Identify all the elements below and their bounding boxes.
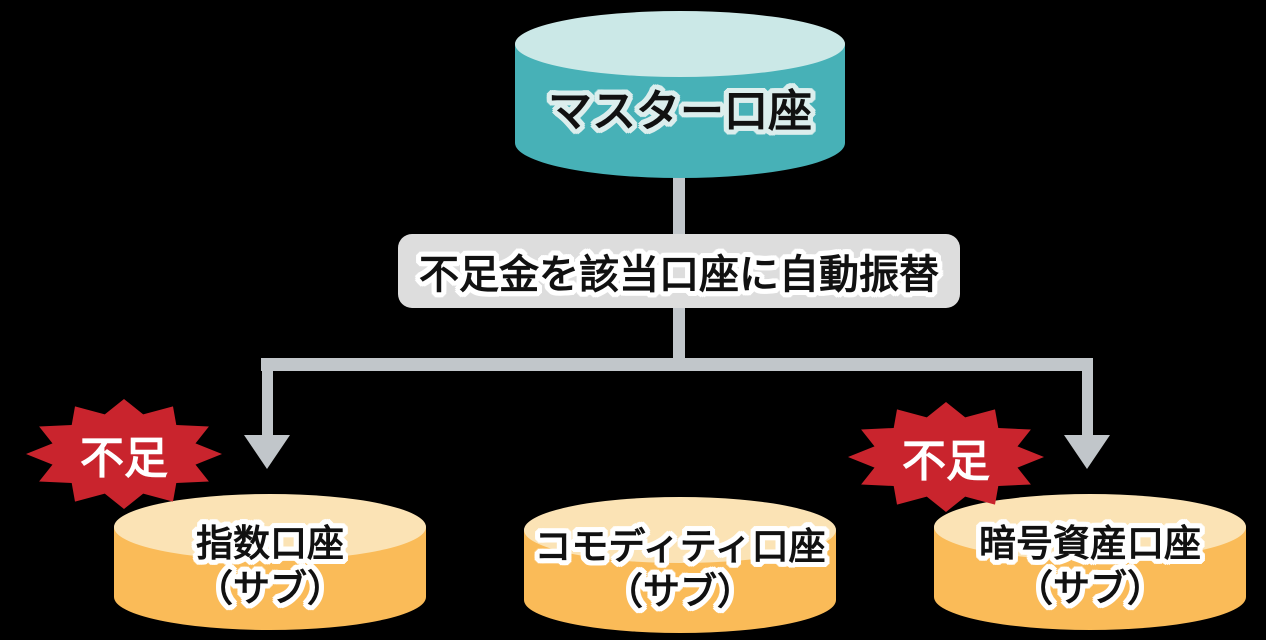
transfer-note-text: 不足金を該当口座に自動振替 <box>419 253 939 297</box>
commodity-account-label: コモディティ口座 （サブ） <box>524 492 836 634</box>
shortage-badge-right-label: 不足 <box>902 437 990 486</box>
arrow-down-right-icon <box>1064 435 1110 469</box>
crypto-account-node: 暗号資産口座 （サブ） <box>934 489 1246 631</box>
shortage-badge-left-label: 不足 <box>80 434 168 483</box>
transfer-note-box: 不足金を該当口座に自動振替 <box>398 234 960 308</box>
index-account-node: 指数口座 （サブ） <box>114 489 426 631</box>
shortage-badge-left: 不足 <box>22 397 226 511</box>
master-account-label: マスター口座 <box>548 87 812 136</box>
left-drop-line <box>262 358 273 437</box>
database-cylinder-icon <box>524 497 836 633</box>
index-account-label-line2: （サブ） <box>196 568 344 609</box>
commodity-account-node: コモディティ口座 （サブ） <box>524 492 836 634</box>
index-account-label-line1: 指数口座 <box>196 523 344 564</box>
starburst-icon <box>848 402 1044 512</box>
crypto-account-label: 暗号資産口座 （サブ） <box>934 489 1246 631</box>
database-cylinder-icon <box>114 494 426 630</box>
crypto-account-label-line2: （サブ） <box>1016 568 1164 609</box>
commodity-account-label-line2: （サブ） <box>606 571 754 612</box>
right-drop-line <box>1082 358 1093 437</box>
horizontal-branch-line <box>261 358 1093 371</box>
shortage-badge-right: 不足 <box>844 400 1048 514</box>
master-account-node: マスター口座 <box>515 8 845 180</box>
commodity-account-label-line1: コモディティ口座 <box>534 526 826 567</box>
arrow-down-left-icon <box>244 435 290 469</box>
starburst-icon <box>26 399 222 509</box>
database-cylinder-icon <box>515 11 845 178</box>
crypto-account-label-line1: 暗号資産口座 <box>979 523 1201 564</box>
index-account-label: 指数口座 （サブ） <box>114 489 426 631</box>
database-cylinder-icon <box>934 494 1246 630</box>
